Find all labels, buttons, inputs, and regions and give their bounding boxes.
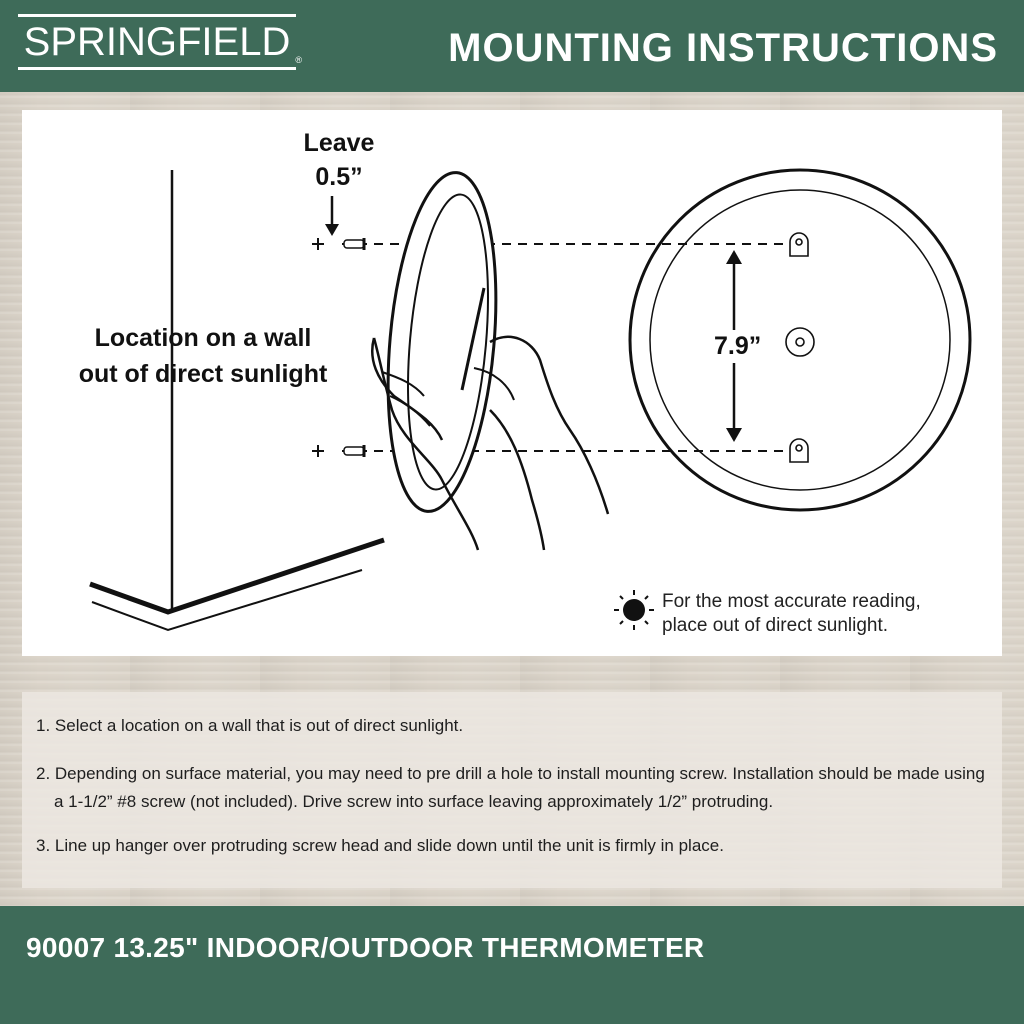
clock-back-view [628, 168, 972, 512]
leave-label-line1: Leave [303, 129, 375, 157]
sun-note-line1: For the most accurate reading, [662, 591, 921, 612]
screw-icon [312, 238, 366, 457]
down-arrow-icon [325, 196, 339, 236]
wall-label-line2: out of direct sunlight [78, 360, 328, 388]
leave-label-line2: 0.5” [315, 163, 363, 191]
guide-lines [342, 243, 792, 452]
footer-bar: 90007 13.25" INDOOR/OUTDOOR THERMOMETER [0, 906, 1024, 1024]
leave-gap-label: Leave 0.5” [294, 126, 384, 194]
brand-name: SPRINGFIELD [23, 19, 291, 64]
registered-mark: ® [295, 55, 302, 65]
center-knob-icon [785, 327, 815, 357]
sun-note-line2: place out of direct sunlight. [662, 615, 889, 636]
sun-icon [614, 590, 654, 630]
wall-corner-drawing [89, 170, 385, 632]
hands-holding-clock-icon [371, 171, 610, 551]
instruction-step-3: 3. Line up hanger over protruding screw … [36, 836, 724, 855]
product-title: 90007 13.25" INDOOR/OUTDOOR THERMOMETER [26, 932, 705, 963]
spacing-dimension-label: 7.9” [710, 330, 766, 363]
sunlight-note: For the most accurate reading, place out… [662, 590, 992, 638]
header-bar: SPRINGFIELD ® MOUNTING INSTRUCTIONS [0, 0, 1024, 92]
instructions-panel: 1. Select a location on a wall that is o… [22, 692, 1002, 888]
instruction-step-1: 1. Select a location on a wall that is o… [36, 716, 464, 735]
keyhole-hanger-icon [789, 232, 809, 463]
mounting-diagram [89, 168, 972, 632]
page-title: MOUNTING INSTRUCTIONS [448, 26, 998, 70]
instruction-step-2: 2. Depending on surface material, you ma… [36, 764, 985, 811]
wall-label-line1: Location on a wall [94, 324, 312, 352]
brand-logo: SPRINGFIELD ® [18, 14, 302, 70]
wall-location-label: Location on a wall out of direct sunligh… [58, 320, 348, 392]
diagram-panel: Location on a wall out of direct sunligh… [22, 110, 1002, 656]
